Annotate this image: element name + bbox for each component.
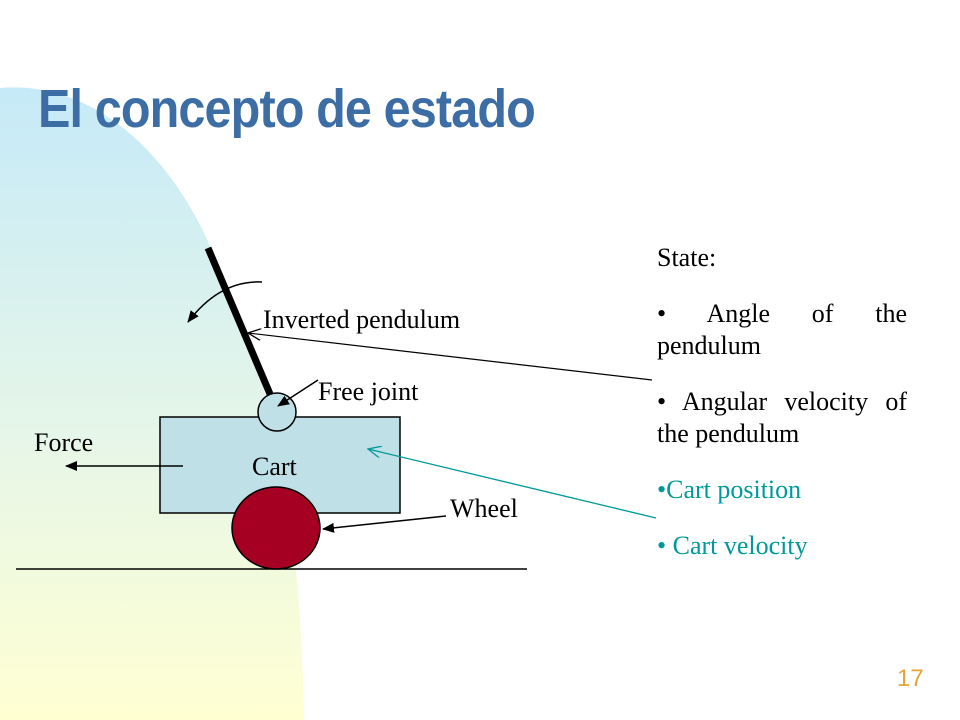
wheel — [231, 486, 321, 570]
label-wheel: Wheel — [450, 494, 518, 523]
free-joint-pointer — [277, 379, 319, 407]
state-item-cart-velocity: • Cart velocity — [657, 531, 808, 560]
label-inverted-pendulum: Inverted pendulum — [263, 305, 460, 334]
state-panel: State: • Angle of the pendulum • Angular… — [657, 242, 907, 586]
state-heading: State: — [657, 243, 717, 272]
state-item-angular-velocity: • Angular velocity of the pendulum — [657, 387, 907, 448]
cart-position-pointer — [368, 449, 657, 519]
slide-title: El concepto de estado — [38, 79, 536, 139]
wheel-pointer — [322, 515, 447, 533]
page-number: 17 — [897, 665, 924, 692]
state-item-angle: • Angle of the pendulum — [657, 299, 907, 360]
label-cart: Cart — [252, 452, 298, 481]
rotation-arrow — [187, 281, 263, 323]
label-force: Force — [34, 428, 93, 457]
angle-pointer — [248, 333, 653, 381]
label-free-joint: Free joint — [318, 377, 419, 406]
state-item-cart-position: •Cart position — [657, 475, 802, 504]
pendulum-rod — [204, 246, 274, 396]
